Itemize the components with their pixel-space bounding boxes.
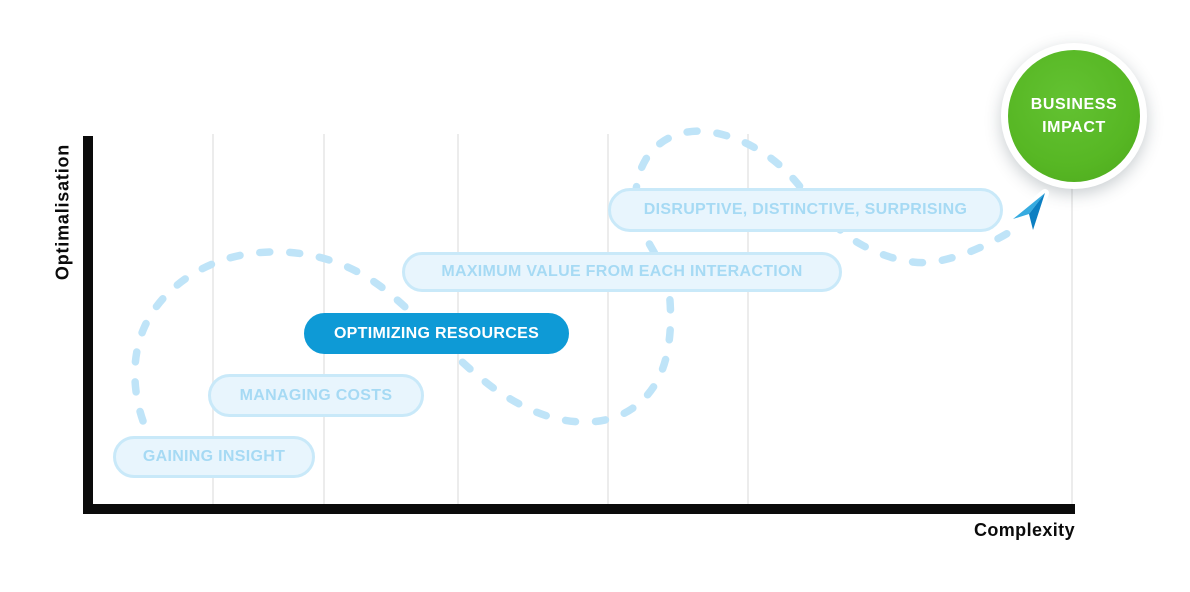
gridline bbox=[607, 134, 609, 504]
stage-pill-maximum-value: MAXIMUM VALUE FROM EACH INTERACTION bbox=[402, 252, 842, 292]
stage-pill-disruptive: DISRUPTIVE, DISTINCTIVE, SURPRISING bbox=[608, 188, 1003, 232]
business-impact-label: BUSINESS IMPACT bbox=[1008, 50, 1140, 182]
stage-pill-optimizing-resources: OPTIMIZING RESOURCES bbox=[304, 313, 569, 354]
paper-plane-icon bbox=[1009, 189, 1049, 234]
stage-pill-gaining-insight: GAINING INSIGHT bbox=[113, 436, 315, 478]
business-impact-line1: BUSINESS bbox=[1030, 95, 1118, 113]
business-impact-circle: BUSINESS IMPACT bbox=[1001, 43, 1147, 189]
gridline bbox=[212, 134, 214, 504]
business-impact-line2: IMPACT bbox=[1042, 119, 1106, 136]
gridline bbox=[747, 134, 749, 504]
stage-pill-managing-costs: MANAGING COSTS bbox=[208, 374, 424, 417]
y-axis-line bbox=[83, 136, 93, 514]
x-axis-line bbox=[83, 504, 1075, 514]
x-axis-label: Complexity bbox=[973, 520, 1075, 540]
y-axis-label: Optimalisation bbox=[52, 143, 73, 281]
gridline bbox=[1071, 134, 1073, 504]
